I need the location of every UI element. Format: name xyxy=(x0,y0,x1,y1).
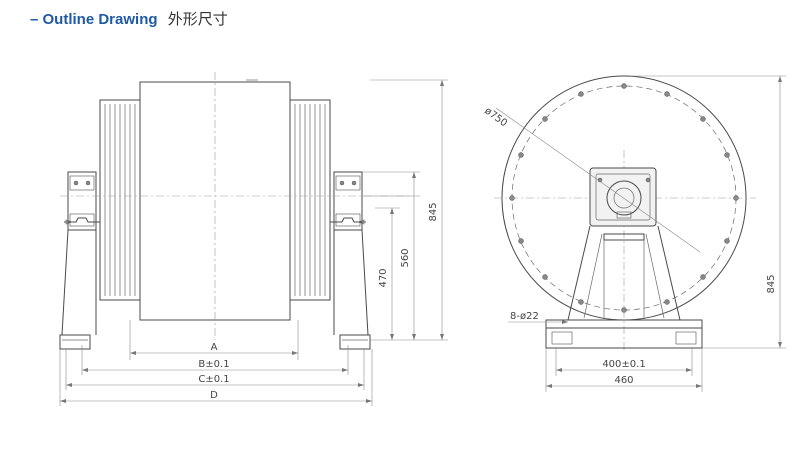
dim-470-label: 470 xyxy=(378,268,389,287)
dim-D-label: D xyxy=(210,390,218,401)
side-view: 470 560 845 A B±0.1 C±0.1 xyxy=(59,72,448,406)
diameter-label: ø750 xyxy=(482,106,509,130)
front-view: ø750 8-ø22 845 400±0.1 460 xyxy=(482,75,786,392)
rim-bolts xyxy=(509,83,739,313)
side-vertical-dimensions: 470 560 845 xyxy=(362,79,448,341)
heading-title-cn: 外形尺寸 xyxy=(167,10,228,28)
side-horizontal-dimensions: A B±0.1 C±0.1 D xyxy=(59,320,373,406)
dim-400-label: 400±0.1 xyxy=(602,359,645,370)
left-bearing-stand xyxy=(59,171,100,350)
heading-dash: – xyxy=(30,11,39,28)
dim-C-label: C±0.1 xyxy=(198,374,229,385)
dim-A-label: A xyxy=(211,342,218,353)
front-bearing-stand xyxy=(567,167,681,321)
holes-label: 8-ø22 xyxy=(510,311,539,322)
dim-845-front-label: 845 xyxy=(766,274,777,293)
right-bearing-stand xyxy=(330,171,371,350)
dim-560-label: 560 xyxy=(400,248,411,267)
right-disc-pack xyxy=(289,99,331,301)
front-base-plate xyxy=(545,319,703,349)
dim-B-label: B±0.1 xyxy=(198,359,229,370)
dim-460-label: 460 xyxy=(614,375,633,386)
section-heading: – Outline Drawing 外形尺寸 xyxy=(30,8,228,29)
dim-845-side-label: 845 xyxy=(428,202,439,221)
heading-title-en: Outline Drawing xyxy=(42,11,158,28)
diameter-leader xyxy=(495,107,701,253)
left-disc-pack xyxy=(99,99,141,301)
